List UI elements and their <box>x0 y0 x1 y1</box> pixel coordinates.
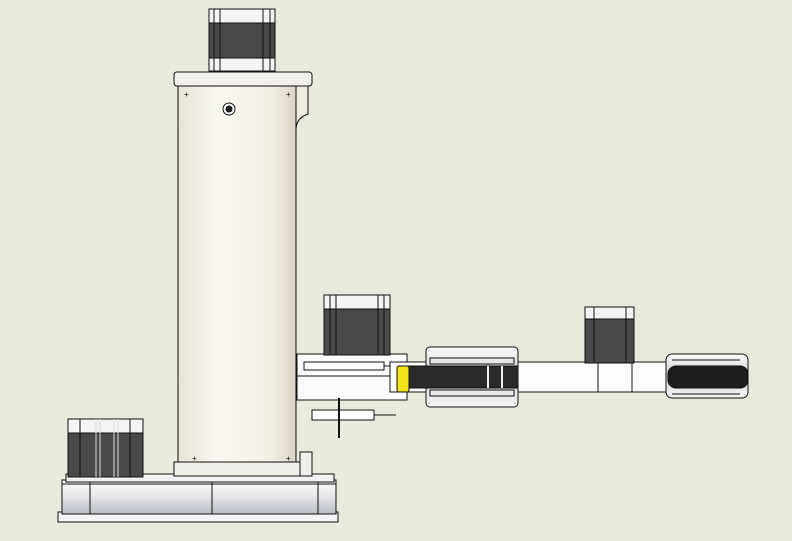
base-stepper-motor <box>67 418 144 478</box>
guide-pins <box>303 361 396 438</box>
highlight-spacer <box>396 365 410 393</box>
elbow-pulley <box>407 346 523 408</box>
svg-text:+: + <box>184 90 189 99</box>
wrist-stepper-motor <box>584 306 635 364</box>
arm-stepper-motor <box>323 294 391 356</box>
main-column: + + + + <box>173 71 313 477</box>
arm-link-2 <box>517 361 669 393</box>
svg-text:+: + <box>192 454 197 463</box>
base-plate <box>57 473 339 523</box>
end-effector-pulley <box>665 353 749 399</box>
svg-text:+: + <box>286 454 291 463</box>
svg-text:+: + <box>286 90 291 99</box>
top-stepper-motor <box>208 8 276 72</box>
